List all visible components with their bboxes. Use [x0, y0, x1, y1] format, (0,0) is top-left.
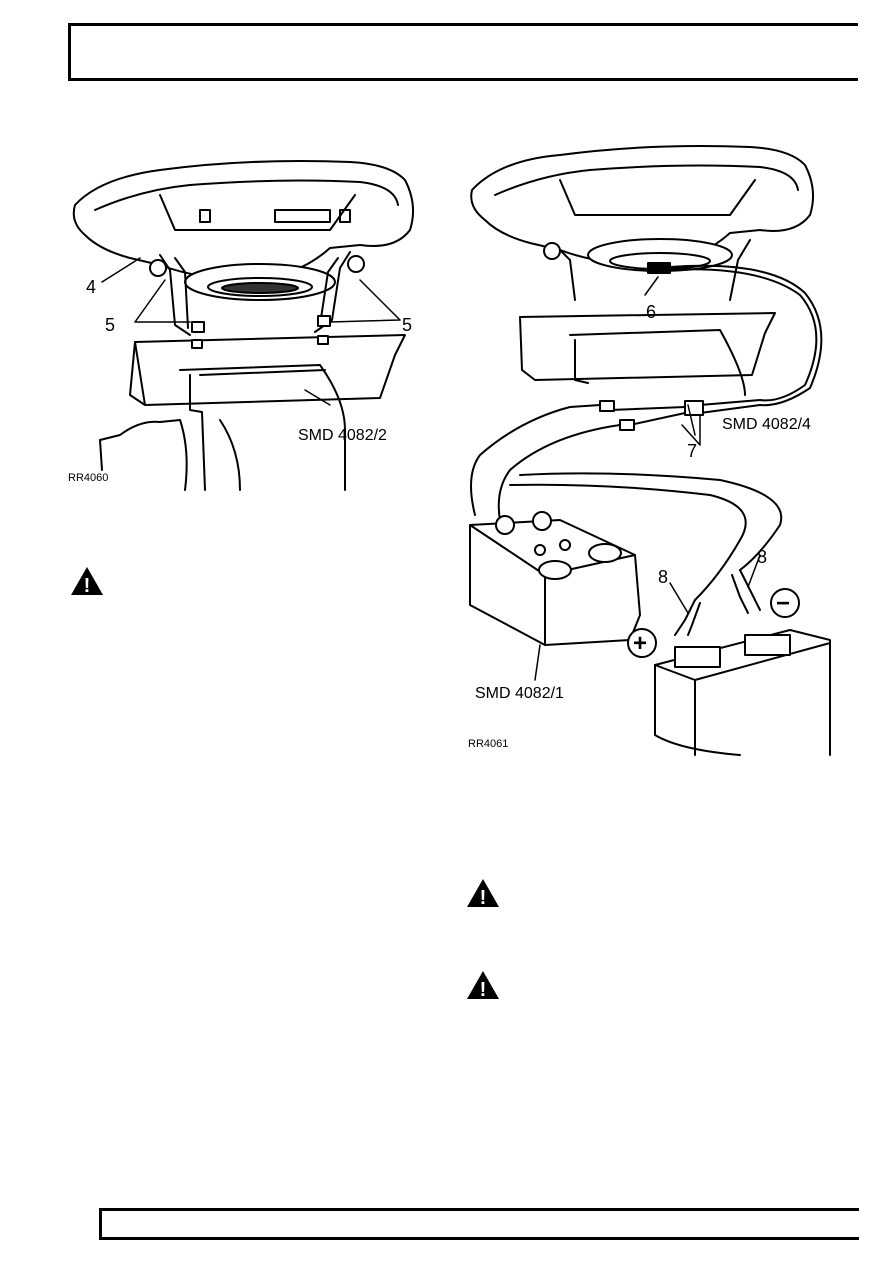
figure-reference: RR4061 [468, 738, 508, 750]
svg-text:!: ! [480, 979, 487, 1000]
callout-tool-smd-4082-4: SMD 4082/4 [722, 416, 811, 433]
figure-reference: RR4060 [68, 472, 108, 484]
page-header-frame [68, 23, 858, 81]
callout-5-right: 5 [402, 315, 412, 335]
warning-triangle-icon: ! [467, 879, 499, 908]
battery-positive-icon: + [633, 630, 647, 657]
svg-text:!: ! [480, 887, 487, 908]
callout-4: 4 [86, 277, 96, 297]
callout-tool-smd-4082-2: SMD 4082/2 [298, 427, 387, 444]
figure-airbag-test-harness: 6 7 8 8 SMD 4082/4 SMD 4082/1 + − RR4061 [460, 135, 840, 756]
callout-tool-smd-4082-1: SMD 4082/1 [475, 685, 564, 702]
callout-8-left: 8 [658, 567, 668, 587]
battery-negative-icon: − [776, 590, 790, 617]
callout-5-left: 5 [105, 315, 115, 335]
warning-triangle-icon: ! [71, 567, 103, 596]
svg-text:!: ! [84, 575, 91, 596]
callout-6: 6 [646, 302, 656, 322]
callout-7: 7 [687, 441, 697, 461]
callout-8-right: 8 [757, 547, 767, 567]
figure-airbag-bracket: 4 5 5 SMD 4082/2 RR4060 [60, 150, 440, 491]
page-footer-frame [99, 1208, 859, 1240]
warning-triangle-icon: ! [467, 971, 499, 1000]
